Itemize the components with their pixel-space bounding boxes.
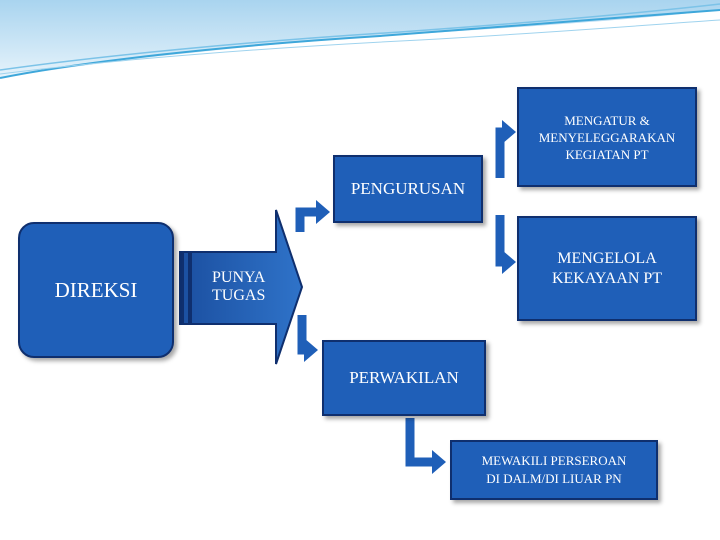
connector-to-pengurusan	[295, 207, 318, 232]
perwakilan-node: PERWAKILAN	[322, 340, 486, 416]
mewakili-label: MEWAKILI PERSEROAN DI DALM/DI LIUAR PN	[481, 453, 627, 486]
arrowhead-mengelola	[502, 250, 516, 274]
direksi-node: DIREKSI	[18, 222, 174, 358]
arrowhead-mewakili	[432, 450, 446, 474]
arrowhead-mengatur	[502, 120, 516, 144]
pengurusan-node: PENGURUSAN	[333, 155, 483, 223]
mengatur-label: MENGATUR & MENYELEGGARAKAN KEGIATAN PT	[538, 112, 676, 162]
mengelola-label: MENGELOLA KEKAYAAN PT	[551, 249, 663, 287]
perwakilan-label: PERWAKILAN	[349, 368, 459, 387]
arrowhead-pengurusan	[316, 200, 330, 224]
header-wave-fill	[0, 0, 720, 78]
mengelola-node: MENGELOLA KEKAYAAN PT	[517, 216, 697, 321]
punya-tugas-label: PUNYA TUGAS	[212, 269, 266, 304]
arrowhead-perwakilan	[304, 338, 318, 362]
direksi-label: DIREKSI	[54, 277, 138, 302]
connector-to-perwakilan	[297, 315, 307, 355]
connector-to-mengatur	[495, 127, 505, 178]
header-wave-line-2	[0, 3, 720, 71]
header-wave-decoration	[0, 0, 720, 79]
connector-to-mengelola	[495, 215, 505, 267]
mewakili-node: MEWAKILI PERSEROAN DI DALM/DI LIUAR PN	[450, 440, 658, 500]
connector-to-mewakili	[405, 418, 434, 467]
mengatur-node: MENGATUR & MENYELEGGARAKAN KEGIATAN PT	[517, 87, 697, 187]
header-wave-line-3	[0, 19, 720, 75]
pengurusan-label: PENGURUSAN	[350, 179, 466, 198]
punya-tugas-node: PUNYA TUGAS	[180, 248, 302, 326]
